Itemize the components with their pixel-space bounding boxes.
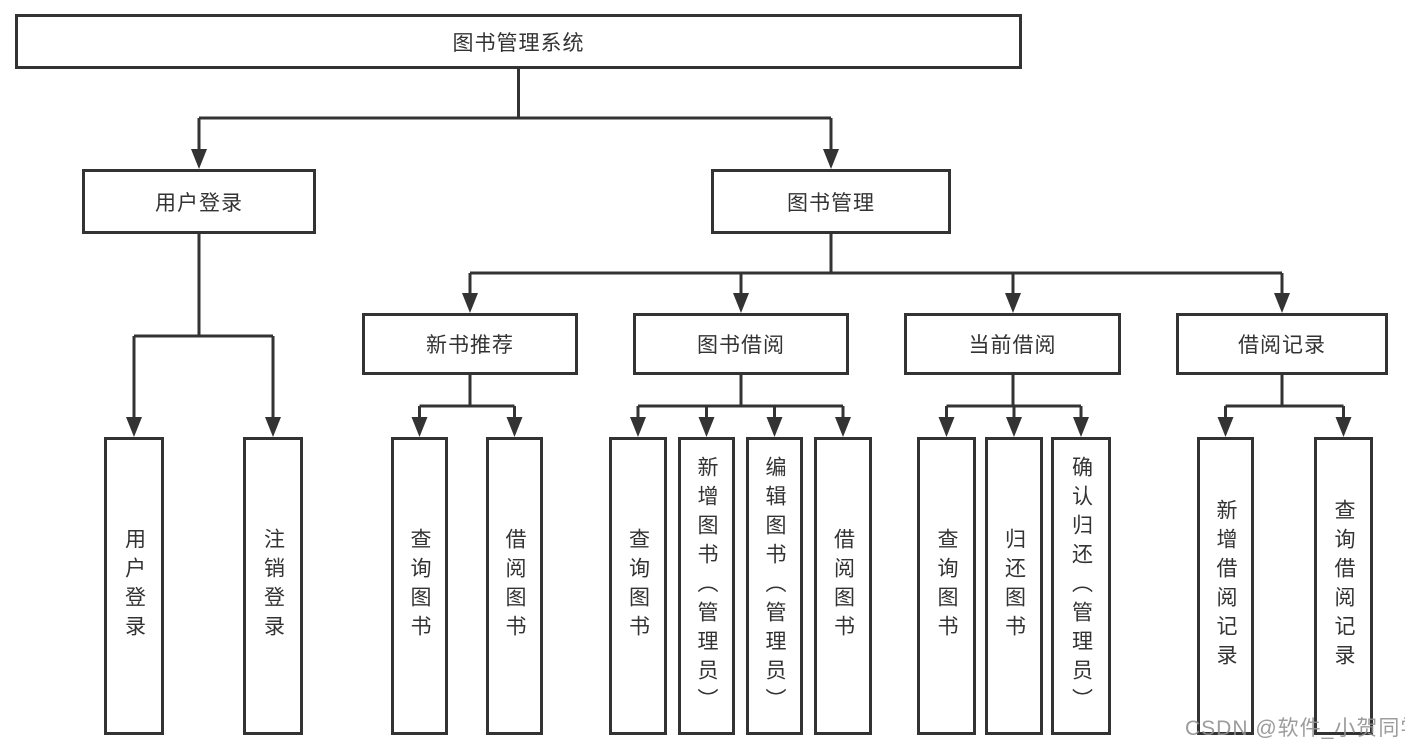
leaf-logout-login: 注销登录 (243, 437, 303, 735)
leaf-borrow-books-recommend: 借阅图书 (486, 437, 543, 735)
arrowhead-icon (733, 293, 749, 313)
node-label: 查询图书 (408, 528, 432, 644)
node-borrowing-records: 借阅记录 (1176, 313, 1388, 375)
connector-borrowing-records-to-leaves (1217, 375, 1352, 437)
arrowhead-icon (938, 417, 955, 437)
node-label: 借阅图书 (831, 528, 855, 644)
node-label: 新书推荐 (426, 334, 514, 357)
arrowhead-icon (1217, 417, 1234, 437)
arrowhead-icon (265, 417, 281, 437)
arrowhead-icon (1335, 417, 1352, 437)
connector-root-to-level2 (191, 68, 839, 169)
arrowhead-icon (630, 417, 646, 437)
node-label: 图书借阅 (697, 334, 785, 357)
node-label: 借阅记录 (1238, 334, 1326, 357)
arrowhead-icon (462, 293, 478, 313)
arrowhead-icon (126, 417, 142, 437)
connector-current-borrowing-to-leaves (938, 375, 1089, 437)
node-label: 用户登录 (155, 191, 243, 215)
arrowhead-icon (766, 417, 783, 437)
leaf-add-borrow-record: 新增借阅记录 (1197, 437, 1254, 735)
connector-new-book-recommendation-to-leaves (411, 375, 523, 437)
leaf-add-book-admin: 新增图书（管理员） (678, 437, 735, 735)
connector-book-borrowing-to-leaves (630, 375, 851, 437)
node-label: 图书管理系统 (452, 31, 585, 55)
csdn-watermark: CSDN @软件_小贺同学 (1185, 717, 1405, 740)
node-label: 查询借阅记录 (1332, 499, 1356, 673)
node-label: 查询图书 (626, 528, 650, 644)
arrowhead-icon (1073, 417, 1089, 437)
leaf-search-borrow-record: 查询借阅记录 (1314, 437, 1373, 735)
node-label: 查询图书 (935, 528, 959, 644)
connector-user-login-to-leaves (126, 234, 281, 437)
node-label: 用户登录 (122, 528, 146, 644)
leaf-search-books-recommend: 查询图书 (391, 437, 448, 735)
leaf-return-book: 归还图书 (985, 437, 1043, 735)
leaf-search-books-current: 查询图书 (917, 437, 976, 735)
node-label: 注销登录 (261, 528, 285, 644)
node-label: 当前借阅 (968, 334, 1057, 357)
leaf-edit-book-admin: 编辑图书（管理员） (746, 437, 803, 735)
arrowhead-icon (1274, 293, 1290, 313)
node-user-login: 用户登录 (82, 169, 316, 234)
leaf-borrow-books-borrowing: 借阅图书 (814, 437, 872, 735)
arrowhead-icon (698, 417, 715, 437)
arrowhead-icon (835, 417, 851, 437)
node-label: 图书管理 (787, 191, 875, 215)
node-book-borrowing: 图书借阅 (633, 313, 849, 375)
leaf-confirm-return-admin: 确认归还（管理员） (1051, 437, 1111, 735)
arrowhead-icon (1006, 417, 1022, 437)
arrowhead-icon (191, 149, 207, 169)
node-label: 新增借阅记录 (1214, 499, 1238, 673)
leaf-user-login: 用户登录 (104, 437, 164, 735)
connector-book-management-to-level3 (462, 234, 1290, 313)
node-library-management-system: 图书管理系统 (15, 14, 1022, 69)
node-label: 归还图书 (1002, 528, 1026, 644)
arrowhead-icon (506, 417, 523, 437)
node-label: 新增图书（管理员） (695, 455, 719, 717)
node-label: 确认归还（管理员） (1069, 455, 1093, 717)
node-label: 借阅图书 (503, 528, 527, 644)
node-book-management: 图书管理 (711, 169, 951, 234)
arrowhead-icon (1005, 293, 1021, 313)
node-current-borrowing: 当前借阅 (904, 313, 1121, 375)
arrowhead-icon (823, 149, 839, 169)
node-label: 编辑图书（管理员） (763, 455, 787, 717)
leaf-search-books-borrowing: 查询图书 (609, 437, 667, 735)
arrowhead-icon (411, 417, 428, 437)
node-new-book-recommendation: 新书推荐 (362, 313, 578, 375)
